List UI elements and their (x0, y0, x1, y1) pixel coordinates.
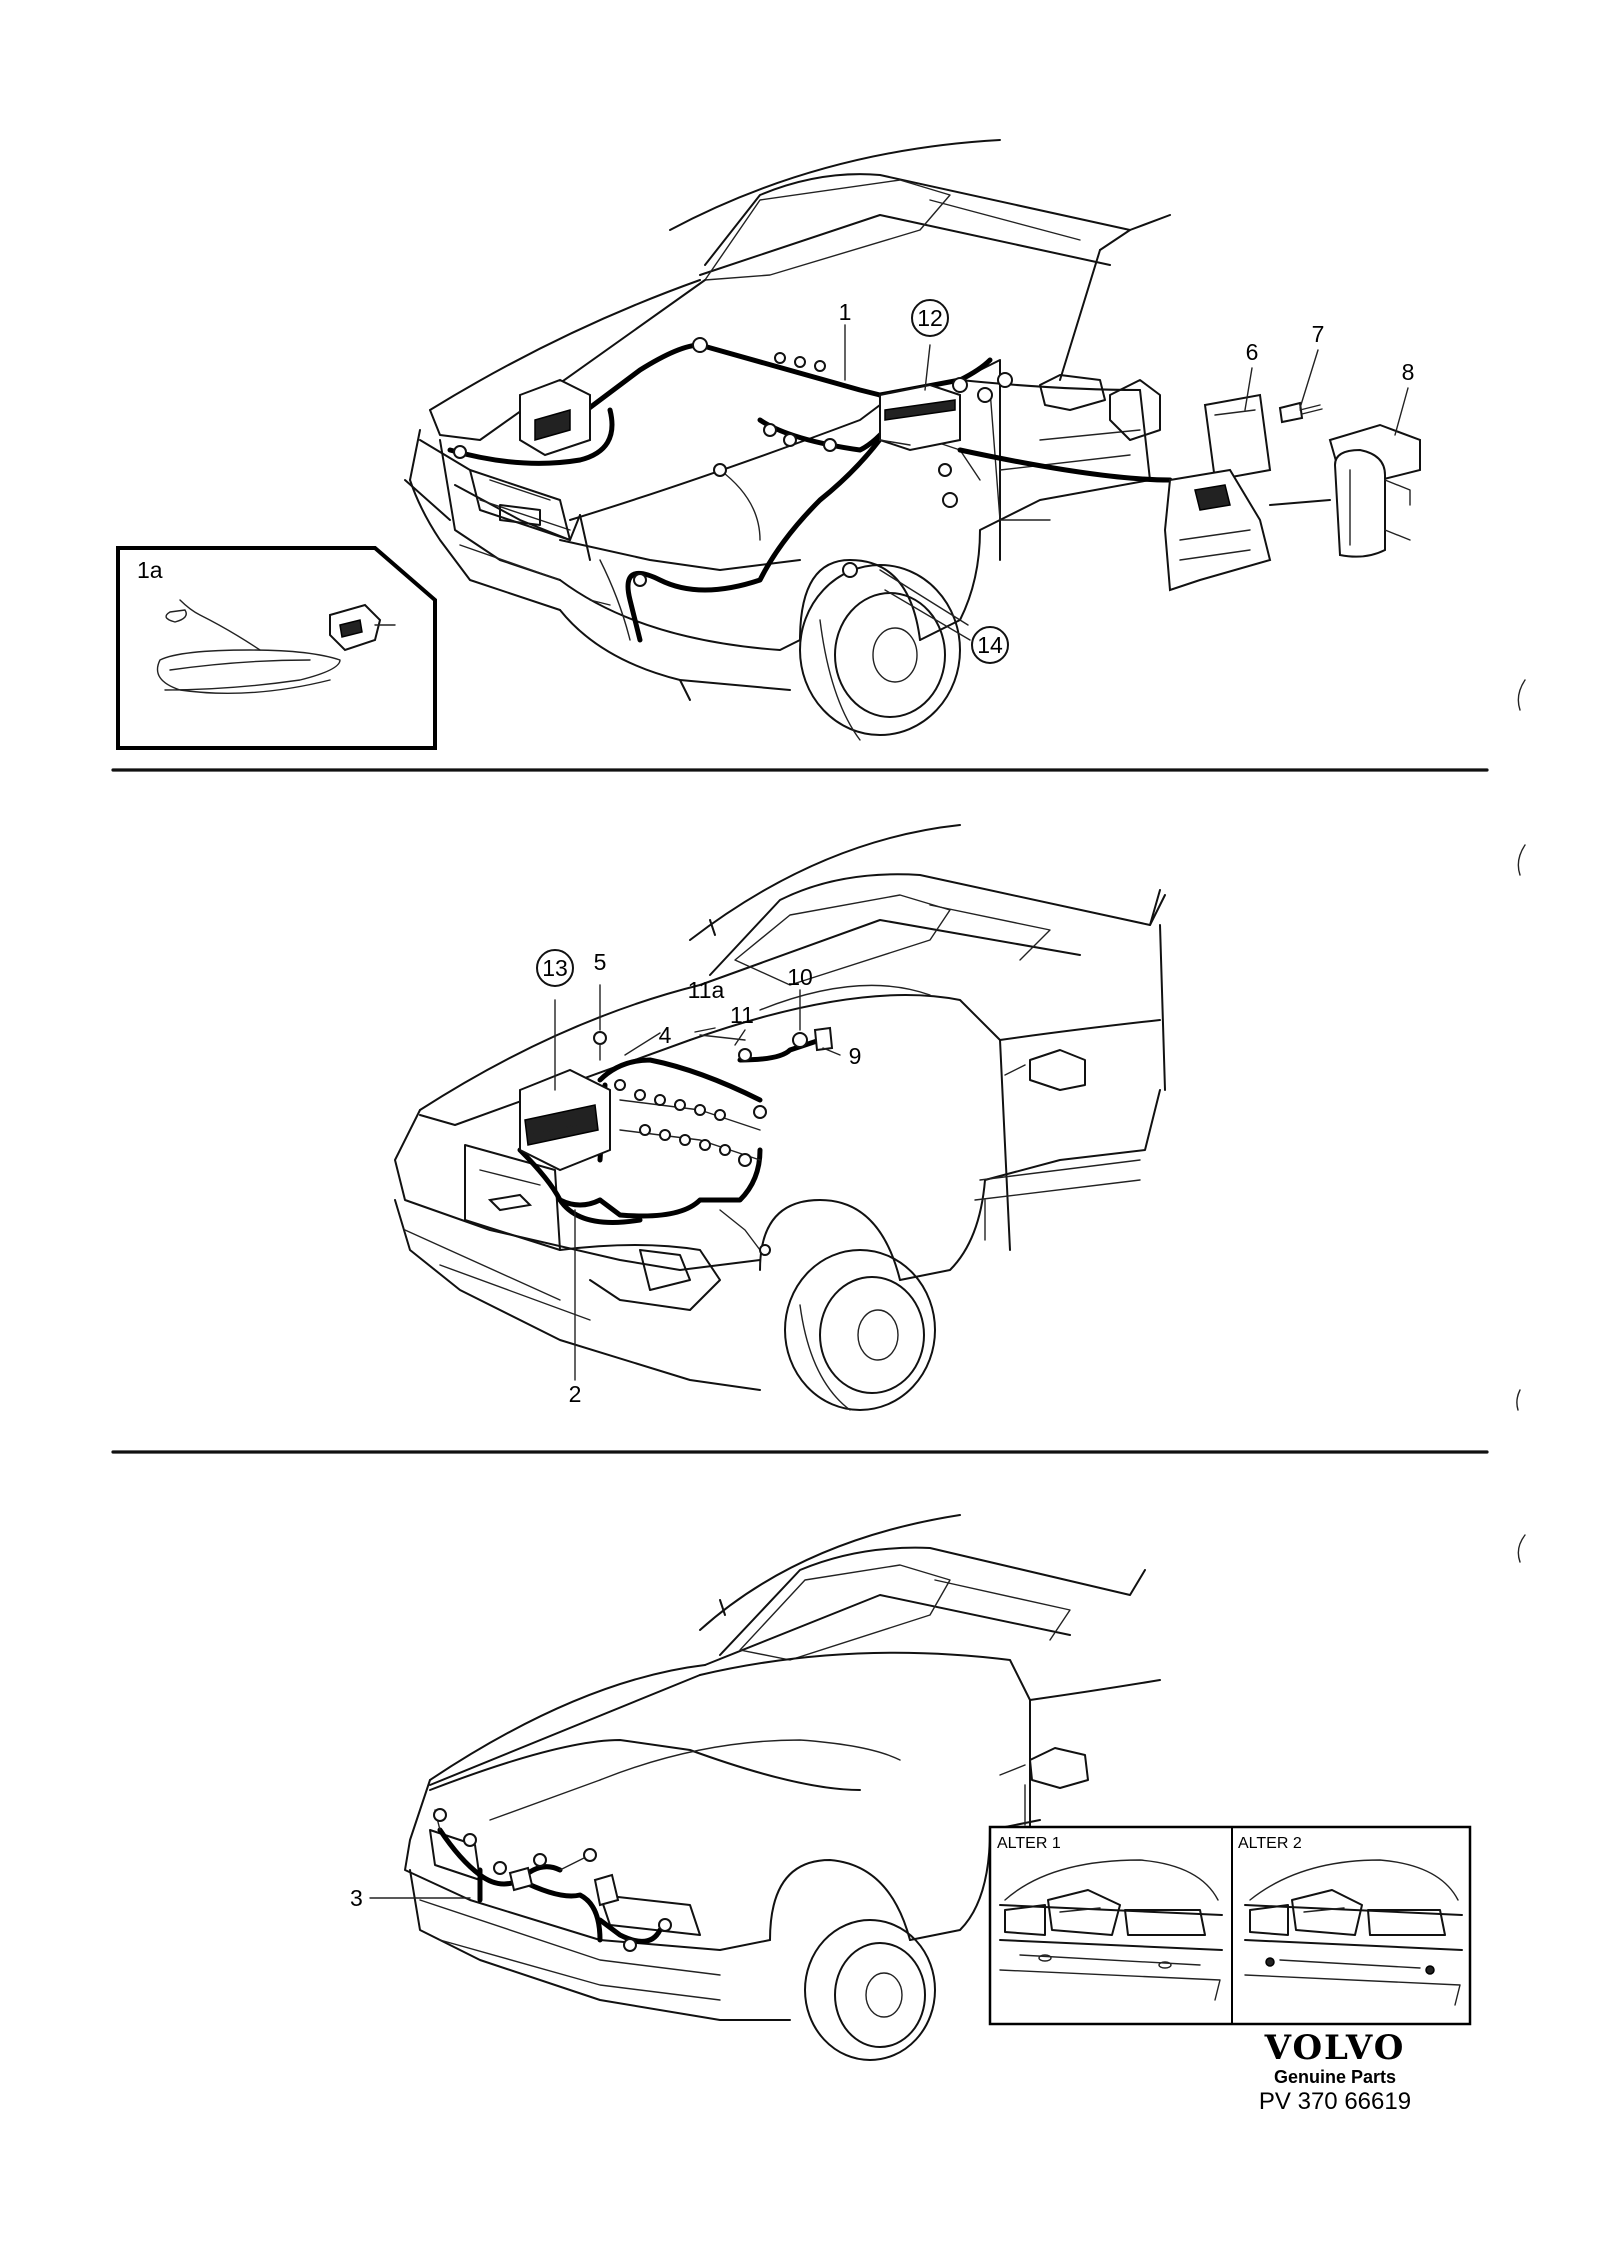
genuine-parts-tagline: Genuine Parts (1273, 2067, 1397, 2087)
callout-13-circle (536, 949, 574, 987)
variant-alter-2: ALTER 2 (1238, 1835, 1463, 2006)
callout-12-circle (911, 299, 949, 337)
callout-11a: 11a (688, 977, 725, 1003)
callout-1a: 1a (137, 557, 163, 583)
callout-14-circle (971, 626, 1009, 664)
relay-module-left (519, 378, 591, 457)
callout-9: 9 (849, 1043, 862, 1069)
callout-3: 3 (350, 1885, 363, 1911)
relay-box-13 (519, 1068, 611, 1172)
callout-12: 12 (917, 305, 943, 331)
margin-marks (1516, 679, 1526, 1563)
callout-1: 1 (839, 299, 852, 325)
component-8 (1328, 423, 1421, 558)
callout-11: 11 (730, 1002, 754, 1028)
section-1-engine-bay-harness: 1 12 6 7 8 14 1a (116, 139, 1421, 750)
callout-13: 13 (542, 955, 568, 981)
callout-10: 10 (787, 964, 813, 990)
alter-2-label: ALTER 2 (1238, 1835, 1302, 1852)
callout-5: 5 (594, 949, 607, 975)
volvo-logo-block: VOLVO Genuine Parts PV 370 66619 (1250, 2030, 1420, 2116)
leader-lines-1 (844, 324, 1409, 641)
callout-2: 2 (569, 1381, 582, 1407)
part-reference-number: PV 370 66619 (1258, 2088, 1412, 2115)
section-2-engine-harness: 13 5 4 11a 11 10 9 2 (394, 824, 1166, 1411)
car-illustration-3 (404, 1514, 1161, 2061)
screw-7 (1278, 401, 1323, 424)
alter-1-label: ALTER 1 (997, 1835, 1061, 1852)
callout-7: 7 (1312, 321, 1325, 347)
front-harness-3 (433, 1808, 672, 1952)
bracket-6 (1163, 393, 1272, 592)
section-3-front-harness: 3 ALTER 1 ALTER 2 (350, 1514, 1472, 2061)
callout-4: 4 (659, 1022, 672, 1048)
inset-1a (116, 546, 437, 750)
callout-14: 14 (977, 632, 1003, 658)
leader-lines-2 (554, 984, 841, 1381)
callouts-section-1: 1 12 6 7 8 14 1a (137, 299, 1415, 664)
car-illustration-1 (404, 139, 1171, 741)
volvo-wordmark: VOLVO (1264, 2028, 1406, 2068)
callout-8: 8 (1402, 359, 1415, 385)
callouts-section-2: 13 5 4 11a 11 10 9 2 (536, 949, 862, 1407)
variant-alter-1: ALTER 1 (997, 1835, 1223, 2001)
central-electrical-unit-12 (879, 383, 961, 452)
callout-6: 6 (1246, 339, 1259, 365)
car-illustration-2 (394, 824, 1166, 1411)
variant-inset: ALTER 1 ALTER 2 (988, 1825, 1472, 2026)
